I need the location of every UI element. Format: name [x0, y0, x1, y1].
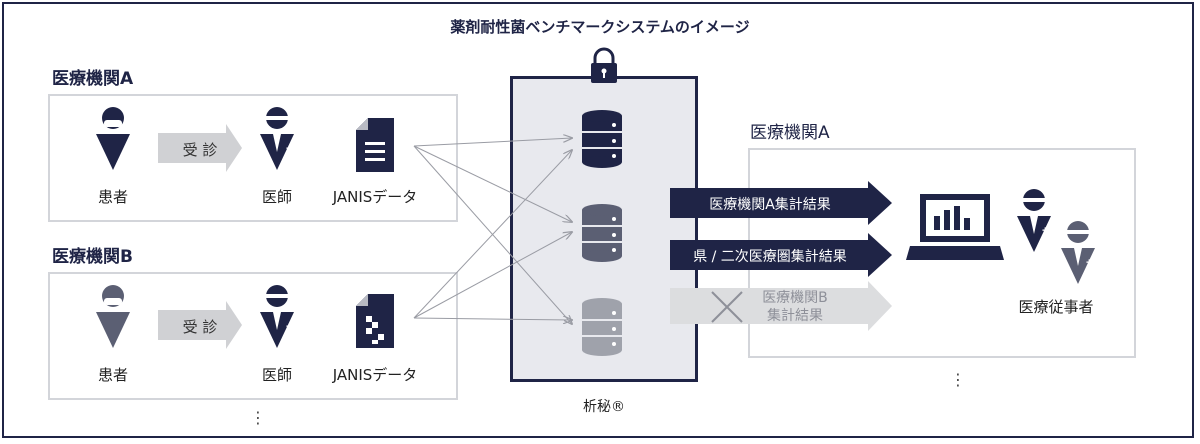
- database-icon-1: [582, 110, 622, 168]
- result-region-label: 県 / 二次医療圏集計結果: [693, 249, 847, 265]
- result-arrow-region: [670, 233, 892, 277]
- flow-line-b-db1: [413, 150, 572, 319]
- doctor-label-b: 医師: [261, 366, 292, 384]
- result-arrow-own: [670, 181, 892, 225]
- destination-institution-header: 医療機関A: [750, 123, 830, 143]
- svg-text:+: +: [286, 143, 292, 155]
- janis-label-b: JANISデータ: [332, 366, 418, 384]
- janis-label-a: JANISデータ: [332, 188, 418, 206]
- data-flow-lines: [413, 138, 572, 324]
- database-icon-2: [582, 204, 622, 262]
- patient-label-b: 患者: [97, 366, 128, 384]
- doctor-icon-b: +: [260, 285, 294, 348]
- analysis-center-label: 析秘®: [583, 399, 625, 415]
- flow-line-b-db2: [413, 232, 572, 319]
- doctor-label-a: 医師: [261, 188, 292, 206]
- doctor-icon-a: +: [260, 107, 294, 170]
- consult-arrow-a: [158, 124, 242, 172]
- flow-line-b-db3: [413, 318, 572, 320]
- flow-line-a-db3: [413, 145, 572, 324]
- staff-label: 医療従事者: [1018, 298, 1094, 316]
- document-icon-b: [356, 294, 394, 348]
- flow-line-a-db1: [413, 138, 572, 147]
- staff-icon-1: +: [1017, 189, 1051, 252]
- flow-line-a-db2: [413, 145, 572, 222]
- patient-label-a: 患者: [97, 188, 128, 206]
- laptop-icon: [906, 194, 1004, 260]
- consult-label-b: 受 診: [182, 318, 218, 336]
- patient-icon-a: [96, 107, 130, 170]
- consult-label-a: 受 診: [182, 141, 218, 159]
- result-own-label: 医療機関A集計結果: [709, 197, 831, 213]
- more-results-ellipsis: ⋮: [950, 370, 966, 389]
- diagram-title: 薬剤耐性菌ベンチマークシステムのイメージ: [450, 18, 750, 36]
- result-other-label-line1: 医療機関B: [762, 290, 828, 306]
- blocked-x-icon: [711, 291, 743, 323]
- database-icon-3: [582, 298, 622, 356]
- svg-text:+: +: [286, 321, 292, 333]
- consult-arrow-b: [158, 301, 242, 349]
- result-other-label: 医療機関B 集計結果: [730, 289, 860, 325]
- institution-b-header: 医療機関B: [52, 247, 133, 267]
- institution-a-header: 医療機関A: [52, 69, 134, 89]
- outer-frame: [2, 2, 1194, 438]
- result-other-label-line2: 集計結果: [767, 308, 823, 324]
- result-arrow-other-blocked: [670, 281, 892, 331]
- more-institutions-ellipsis: ⋮: [250, 408, 266, 427]
- svg-text:+: +: [1042, 225, 1048, 237]
- lock-icon: [591, 47, 617, 83]
- svg-text:+: +: [1086, 257, 1092, 269]
- document-icon-a: [356, 118, 394, 172]
- patient-icon-b: [96, 285, 130, 348]
- staff-icon-2: +: [1061, 221, 1095, 284]
